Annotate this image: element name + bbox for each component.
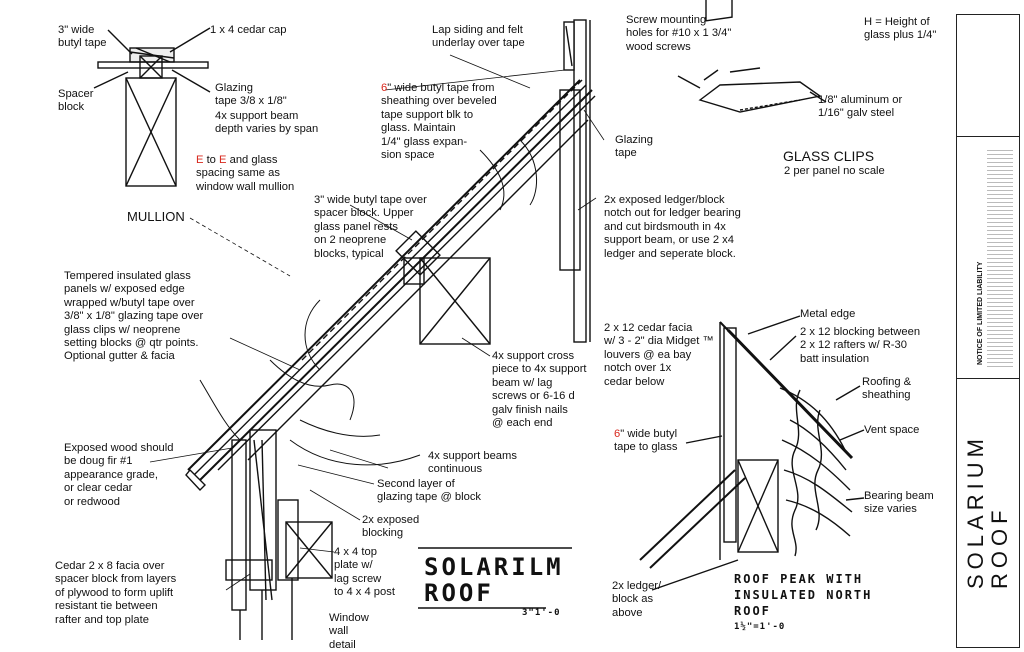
label-e-to-e-spacing: E to E and glass spacing same as window … xyxy=(196,154,294,194)
drawing-title-line1: SOLARILM xyxy=(424,553,564,581)
title-block-name-text: SOLARIUM xyxy=(963,434,988,589)
sloped-glazing xyxy=(185,77,596,492)
glass-clips-title: GLASS CLIPS xyxy=(783,148,875,164)
title-block-sub-text: ROOF xyxy=(987,505,1012,589)
title-block-notice: NOTICE OF LIMITED LIABILITY xyxy=(956,136,1020,380)
label-butyl-6in: 6" wide butyl tape from sheathing over b… xyxy=(381,82,497,162)
drawing-title-line2: ROOF xyxy=(424,579,494,607)
title-block-fine-print xyxy=(987,147,1013,367)
e-to-word: to xyxy=(203,154,220,166)
label-cedar-2x8: Cedar 2 x 8 facia over spacer block from… xyxy=(55,560,177,626)
peak-title-scale: 1½"=1'-0 xyxy=(734,622,786,632)
label-tempered-glass: Tempered insulated glass panels w/ expos… xyxy=(64,270,204,363)
label-roofing: Roofing & sheathing xyxy=(862,376,912,402)
mullion-detail xyxy=(93,27,211,187)
e-spacing-rest: and glass spacing same as window wall mu… xyxy=(196,154,295,193)
butyl-6in-rest: " wide butyl tape from sheathing over be… xyxy=(381,82,497,162)
label-glazing-tape: Glazing tape xyxy=(615,134,653,160)
label-cedar-cap: 1 x 4 cedar cap xyxy=(210,24,287,36)
glass-clip-sketch xyxy=(677,0,827,113)
label-ledger-block: 2x ledger/ block as above xyxy=(612,580,662,619)
label-butyl-over-spacer: 3" wide butyl tape over spacer block. Up… xyxy=(314,194,427,260)
label-butyl-glass: 6" wide butyl tape to glass xyxy=(614,428,677,455)
label-top-plate: 4 x 4 top plate w/ lag screw to 4 x 4 po… xyxy=(334,546,395,599)
label-window-wall: Window wall detail xyxy=(329,612,369,651)
butyl-glass-number: 6 xyxy=(614,428,621,440)
label-h-height: H = Height of glass plus 1/4" xyxy=(864,16,937,42)
window-wall xyxy=(225,429,333,640)
label-aluminum: 1/8" aluminum or 1/16" galv steel xyxy=(818,94,903,120)
title-block-name: SOLARIUM ROOF xyxy=(956,378,1020,648)
peak-title-line2: INSULATED NORTH xyxy=(734,588,873,602)
label-second-layer: Second layer of glazing tape @ block xyxy=(377,478,482,504)
glass-clips-subtitle: 2 per panel no scale xyxy=(784,165,885,177)
peak-title-line1: ROOF PEAK WITH xyxy=(734,572,864,586)
label-glazing-tape-3-8: Glazing tape 3/8 x 1/8" xyxy=(215,82,287,108)
label-vent-space: Vent space xyxy=(864,424,920,436)
upper-wall xyxy=(559,19,591,343)
label-screw-holes: Screw mounting holes for #10 x 1 3/4" wo… xyxy=(626,14,732,53)
label-support-beam-depth: 4x support beam depth varies by span xyxy=(215,110,319,136)
label-cedar-facia: 2 x 12 cedar facia w/ 3 - 2" dia Midget … xyxy=(604,322,714,388)
label-bearing-beam: Bearing beam size varies xyxy=(864,490,934,516)
label-spacer-block: Spacer block xyxy=(58,88,94,114)
label-exposed-ledger: 2x exposed ledger/block notch out for le… xyxy=(604,194,741,260)
label-metal-edge: Metal edge xyxy=(800,308,856,320)
label-exposed-blocking: 2x exposed blocking xyxy=(362,514,420,540)
roof-peak-section xyxy=(639,315,865,591)
label-beams-continuous: 4x support beams continuous xyxy=(428,450,517,476)
break-lines xyxy=(199,139,538,466)
label-cross-piece: 4x support cross piece to 4x support bea… xyxy=(492,350,587,430)
e-letter-end: E xyxy=(219,154,227,166)
label-mullion: MULLION xyxy=(127,209,185,224)
label-exposed-wood: Exposed wood should be doug fir #1 appea… xyxy=(64,442,174,508)
label-lap-siding: Lap siding and felt underlay over tape xyxy=(432,24,525,50)
title-block-top xyxy=(956,14,1020,138)
label-butyl-tape-3in: 3" wide butyl tape xyxy=(58,24,107,50)
e-letter-start: E xyxy=(196,154,204,166)
butyl-glass-rest: " wide butyl tape to glass xyxy=(614,428,678,454)
peak-title-line3: ROOF xyxy=(734,604,771,618)
title-block-disclaimer: NOTICE OF LIMITED LIABILITY xyxy=(977,261,984,365)
drawing-title-scale: 3"1'-0 xyxy=(522,608,561,618)
butyl-6in-number: 6 xyxy=(381,82,388,94)
support-blocks xyxy=(395,230,491,345)
label-blocking-2x12: 2 x 12 blocking between 2 x 12 rafters w… xyxy=(800,326,921,365)
